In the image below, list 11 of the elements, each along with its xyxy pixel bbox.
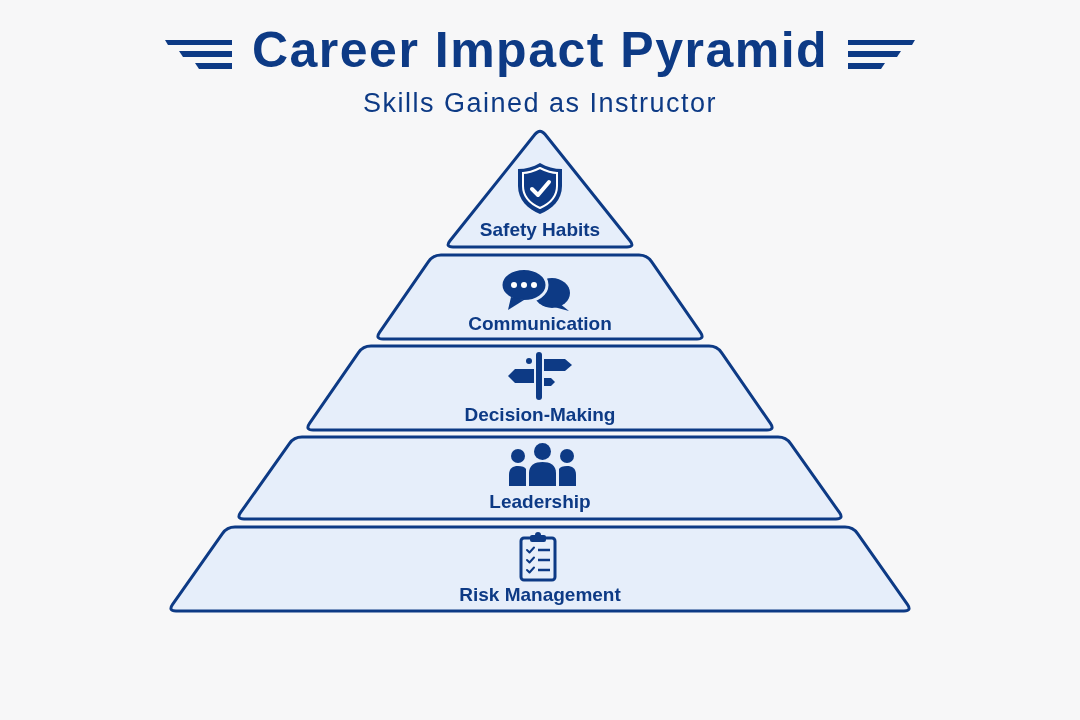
pyramid-tier [373,253,707,341]
pyramid-tier [166,525,914,613]
tier-label: Decision-Making [464,404,616,427]
pyramid-tier [234,435,846,521]
tier-label: Safety Habits [479,219,601,242]
tier-label: Communication [468,313,612,336]
subtitle: Skills Gained as Instructor [362,87,718,120]
pyramid-tier [303,344,777,432]
title: Career Impact Pyramid [251,21,829,80]
tier-label: Risk Management [459,584,621,607]
tier-label: Leadership [489,491,591,514]
